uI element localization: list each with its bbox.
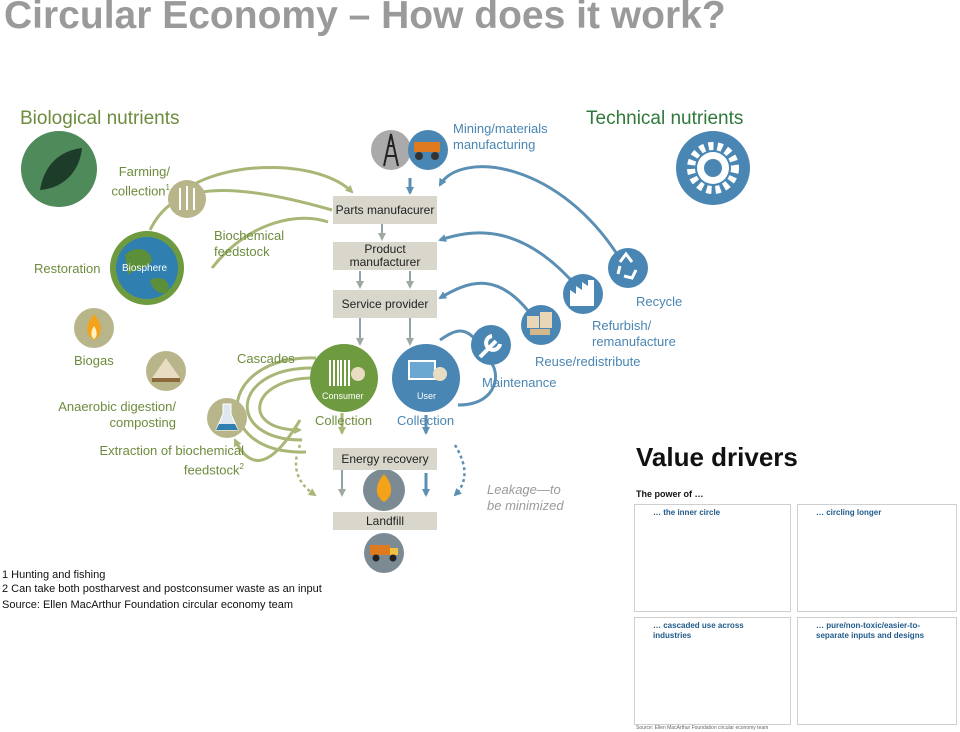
vd-panel-caption: … cascaded use across industries bbox=[653, 621, 744, 640]
label-collection-right: Collection bbox=[397, 413, 455, 428]
arrow-cascade-1 bbox=[258, 376, 311, 434]
value-drivers-title: Value drivers bbox=[636, 442, 798, 472]
label-recycle: Recycle bbox=[636, 294, 683, 309]
label-maintenance: Maintenance bbox=[482, 375, 557, 390]
arrow-user-to-maintenance bbox=[457, 360, 497, 407]
page-title: Circular Economy – How does it work? bbox=[4, 0, 726, 37]
dollar-label: $ bbox=[685, 676, 691, 687]
biological-nutrients-header: Biological nutrients bbox=[20, 108, 180, 129]
vd-panel-inner-circle: … the inner circle bbox=[634, 504, 791, 612]
technical-flow-arrows bbox=[406, 165, 624, 497]
arrow-farming-to-parts bbox=[187, 166, 354, 194]
label-restoration: Restoration bbox=[34, 261, 101, 276]
leaf-icon bbox=[21, 131, 97, 207]
footnote-1: 1 Hunting and fishing bbox=[2, 569, 106, 581]
oil-rig-icon bbox=[371, 130, 411, 170]
label-leakage: Leakage—to be minimized bbox=[487, 482, 564, 513]
box-product-manufacturer: Product manufacturer bbox=[333, 242, 437, 270]
barcode-consumer-icon bbox=[310, 344, 378, 412]
recycle-icon bbox=[608, 248, 648, 288]
wheat-fish-icon bbox=[168, 180, 206, 218]
label-mining: Mining/materials manufacturing bbox=[453, 121, 548, 152]
box-landfill: Landfill bbox=[333, 512, 437, 530]
gear-icon bbox=[676, 131, 750, 205]
box-parts-manufacturer: Parts manufacurer bbox=[333, 196, 437, 224]
computer-user-icon bbox=[392, 344, 460, 412]
vd-panel-circling-longer: … circling longer bbox=[797, 504, 957, 612]
flask-icon bbox=[207, 398, 247, 438]
box-service-provider: Service provider bbox=[333, 290, 437, 318]
value-drivers-source: Source: Ellen MacArthur Foundation circu… bbox=[636, 725, 769, 731]
compost-icon bbox=[146, 351, 186, 391]
value-drivers-subtitle: The power of … bbox=[636, 489, 704, 499]
dollar-label: $ bbox=[733, 676, 740, 688]
arrow-cascade-2 bbox=[245, 366, 313, 442]
label-biosphere: Biosphere bbox=[122, 263, 168, 274]
label-biogas: Biogas bbox=[74, 353, 114, 368]
flame-icon bbox=[74, 308, 114, 348]
footnote-marker-1: 1 bbox=[165, 183, 170, 192]
vd-panel-caption: … pure/non-toxic/easier-to-separate inpu… bbox=[816, 621, 925, 640]
arrow-reuse-loop bbox=[438, 281, 537, 321]
arrow-feedstock-to-product bbox=[210, 216, 329, 269]
arrow-bio-return bbox=[233, 419, 302, 462]
vd-panel-caption: … the inner circle bbox=[653, 508, 721, 517]
globe-icon bbox=[110, 231, 184, 305]
arrow-recycle-loop bbox=[438, 165, 624, 263]
label-refurbish: Refurbish/ remanufacture bbox=[592, 318, 676, 349]
label-biochemical-feedstock: Biochemical feedstock bbox=[214, 228, 285, 259]
label-reuse: Reuse/redistribute bbox=[535, 354, 641, 369]
wrench-icon bbox=[471, 325, 511, 365]
vd-panel-caption: … circling longer bbox=[816, 508, 882, 517]
label-anaerobic-digestion: Anaerobic digestion/ composting bbox=[58, 399, 176, 430]
chain-arrows bbox=[338, 224, 414, 497]
dollar-label: $ bbox=[706, 676, 712, 687]
label-consumer: Consumer bbox=[322, 391, 364, 401]
label-extraction-feedstock: Extraction of biochemical feedstock2 bbox=[99, 443, 244, 478]
footnote-marker-2: 2 bbox=[239, 462, 244, 471]
vd-panel-cascaded-use: … cascaded use across industries bbox=[634, 617, 791, 725]
box-energy-recovery: Energy recovery bbox=[333, 448, 437, 470]
label-collection-left: Collection bbox=[315, 413, 373, 428]
footnote-source: Source: Ellen MacArthur Foundation circu… bbox=[2, 599, 294, 611]
label-farming: Farming/ collection1 bbox=[111, 164, 170, 199]
footnote-2: 2 Can take both postharvest and postcons… bbox=[2, 583, 322, 595]
vd-panel-pure-inputs: … pure/non-toxic/easier-to-separate inpu… bbox=[797, 617, 957, 725]
mining-truck-icon bbox=[408, 130, 448, 170]
factory-icon bbox=[563, 274, 603, 314]
leakage-arrows bbox=[294, 444, 466, 497]
arrow-refurbish-loop bbox=[438, 231, 580, 289]
label-cascades: Cascades bbox=[237, 351, 295, 366]
dump-truck-icon bbox=[364, 533, 404, 573]
landfill-flame-icon bbox=[363, 469, 405, 511]
label-user: User bbox=[417, 391, 437, 401]
technical-nutrients-header: Technical nutrients bbox=[586, 108, 744, 129]
boxes-icon bbox=[521, 305, 561, 345]
